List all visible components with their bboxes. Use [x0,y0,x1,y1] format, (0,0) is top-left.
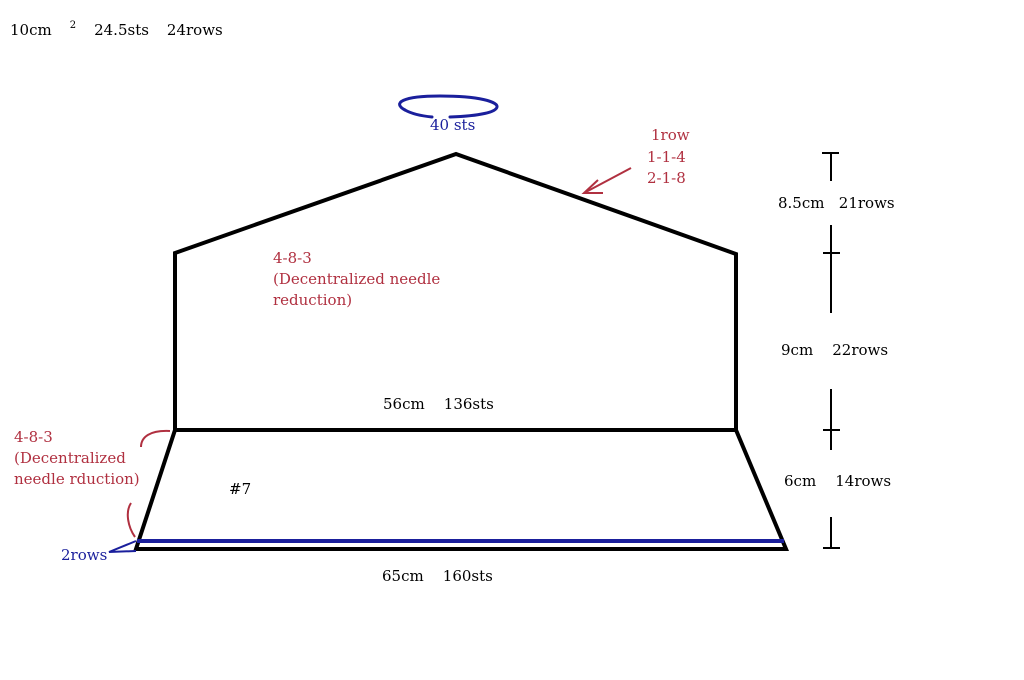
band-decrease-line-3: needle rduction) [14,470,140,488]
crown-height-label: 8.5cm 21rows [778,194,895,212]
needle-size-label: #7 [229,480,252,498]
crown-decrease-line-2: 1-1-4 [647,148,686,166]
crown-decrease-line-1: 1row [651,126,690,144]
top-stitch-count: 40 sts [430,116,476,134]
gauge-area-superscript: 2 [69,20,77,31]
bottom-width-label: 65cm 160sts [382,567,493,585]
crown-arrow-icon [583,167,632,194]
body-decrease-line-2: (Decentralized needle [273,270,441,288]
outline-lower-band [133,428,790,551]
band-height-label: 6cm 14rows [784,472,892,490]
gauge-rows: 24rows [166,21,223,39]
circular-arrow-icon [398,94,499,119]
crown-arrowhead-icon [581,179,603,194]
body-height-label: 9cm 22rows [781,341,889,359]
band-decrease-line-1: 4-8-3 [14,428,53,446]
outline-upper-body [173,151,738,430]
edge-rows-label: 2rows [61,546,108,564]
band-bracket-bottom-icon [126,502,136,538]
middle-width-label: 56cm 136sts [383,395,494,413]
gauge-stitches: 24.5sts [94,21,149,39]
crown-decrease-line-3: 2-1-8 [647,169,686,187]
band-decrease-line-2: (Decentralized [14,449,126,467]
circular-arrow-tail [403,108,434,119]
edge-rows-pointer-icon [108,540,137,553]
body-decrease-line-1: 4-8-3 [273,249,312,267]
band-bracket-top-icon [140,429,171,448]
body-decrease-line-3: reduction) [273,291,353,309]
